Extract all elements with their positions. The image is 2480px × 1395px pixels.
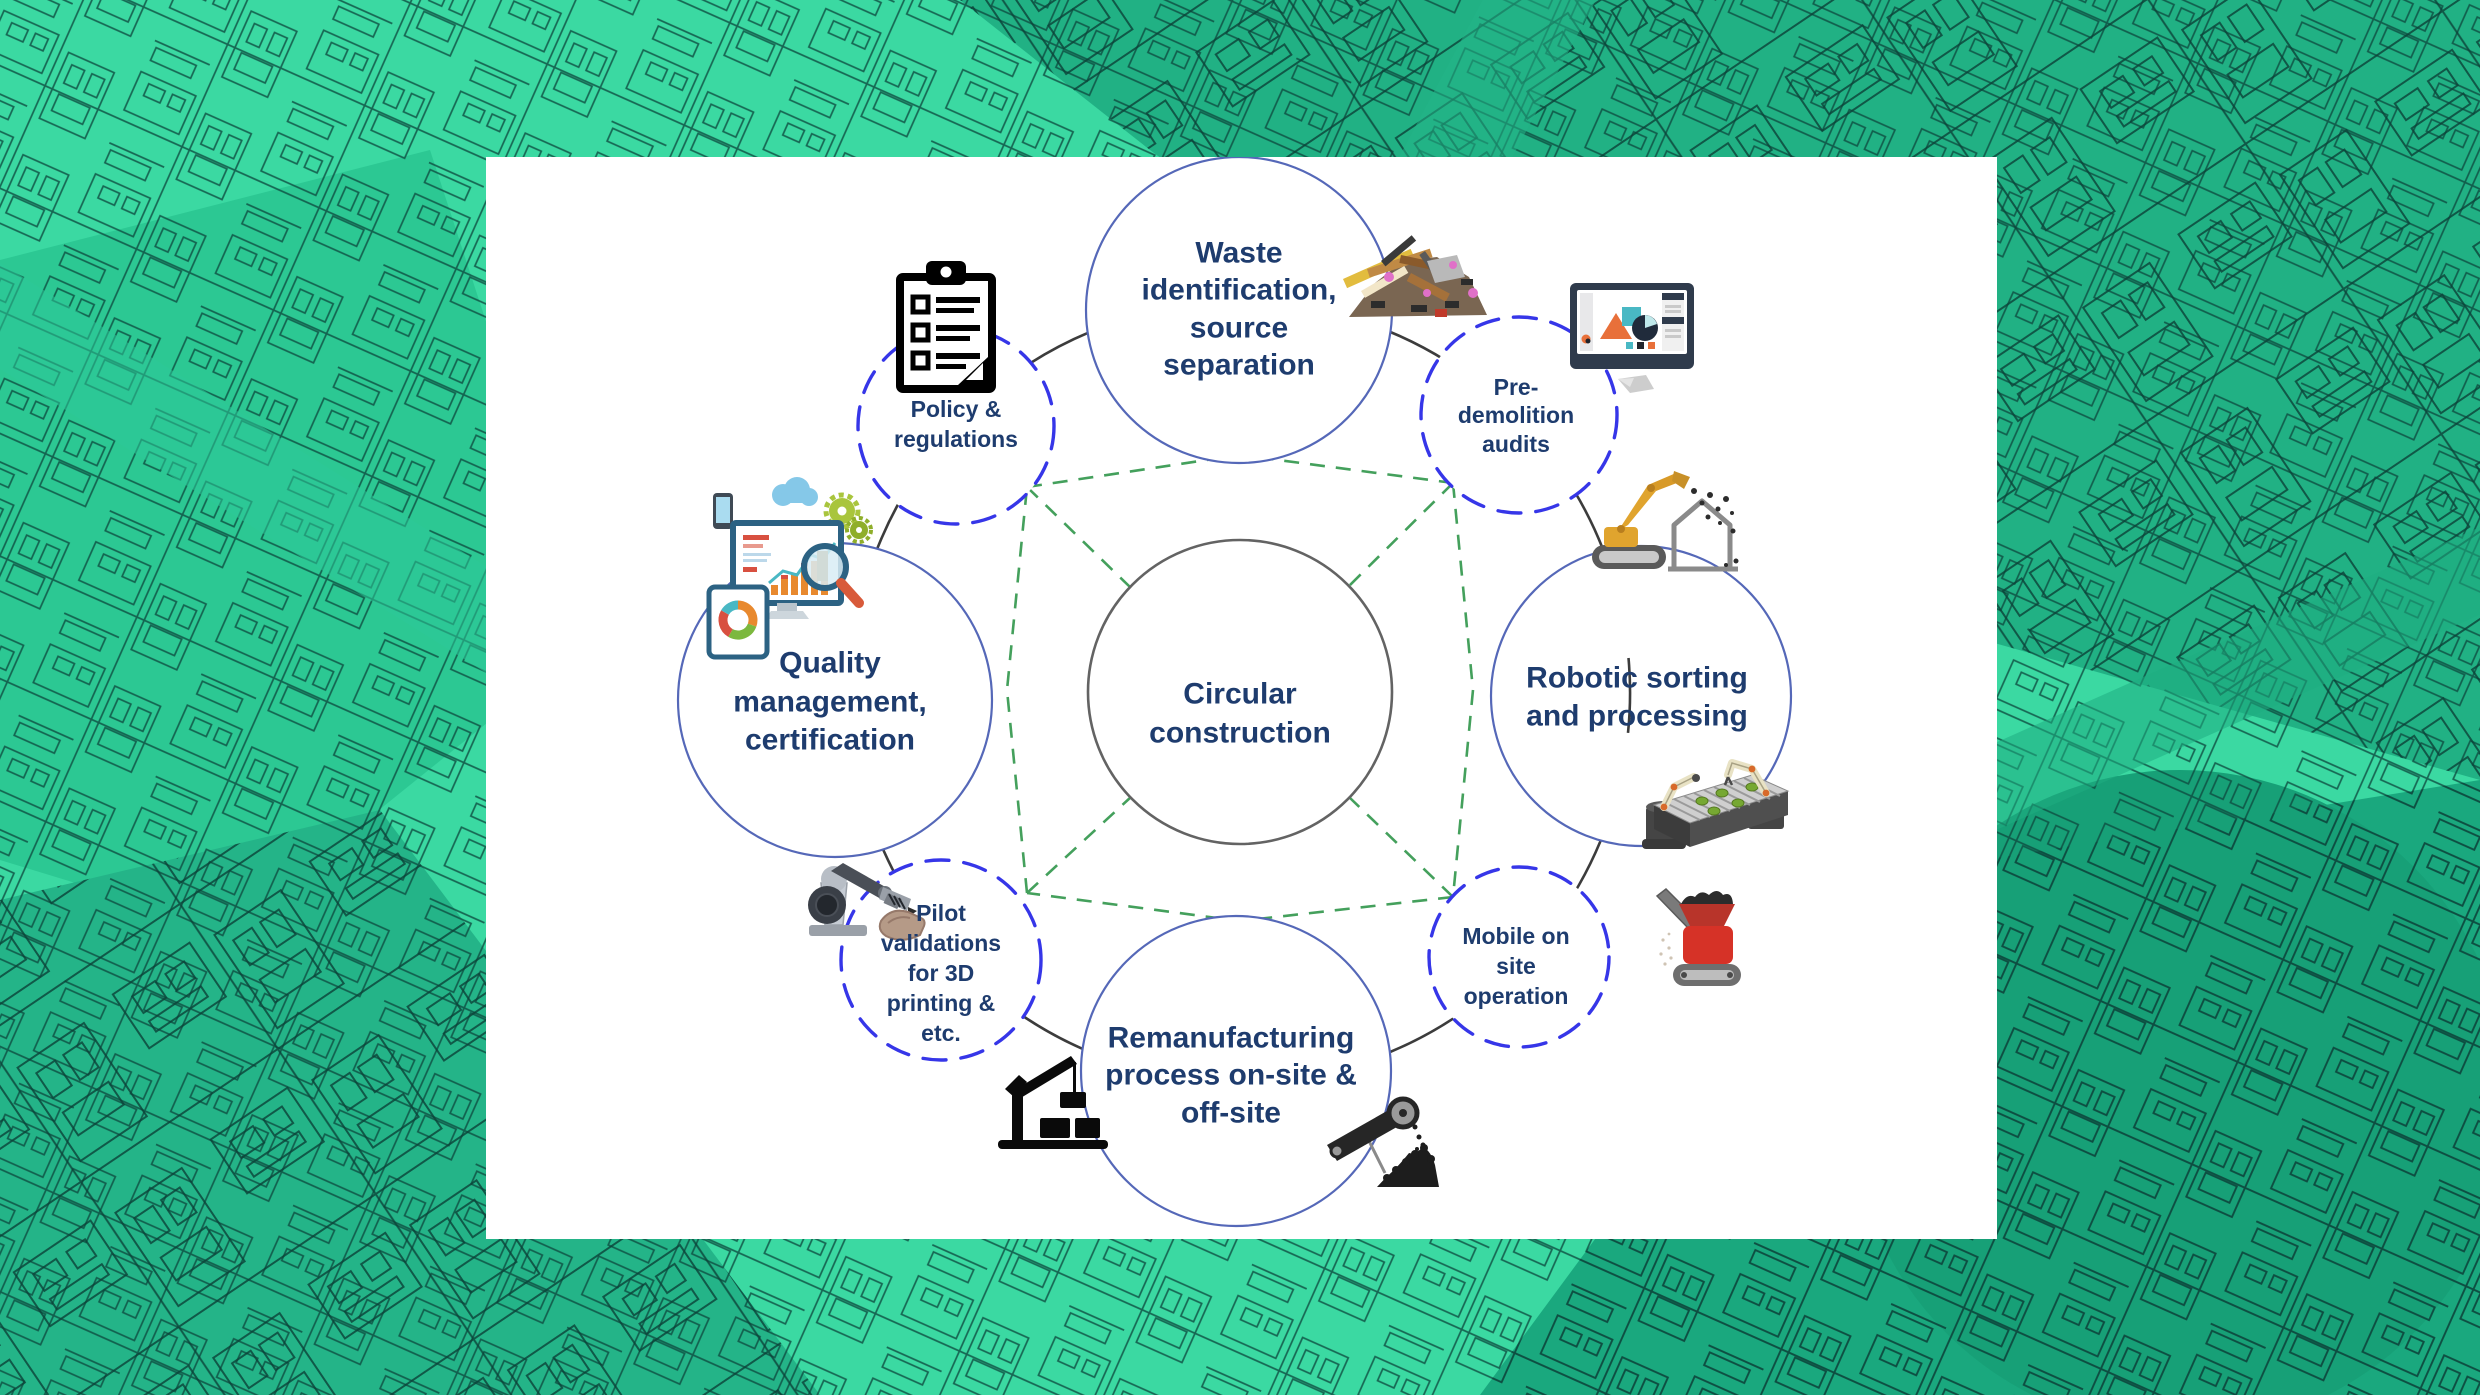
svg-text:Mobile on: Mobile on [1462, 923, 1569, 949]
waste-pile-icon [1343, 235, 1487, 317]
svg-text:Waste: Waste [1195, 237, 1282, 270]
center-label: Circular construction [1149, 678, 1331, 750]
svg-text:Pre-: Pre- [1494, 374, 1539, 400]
diagram-panel: Waste identification, source separation … [486, 157, 1997, 1239]
remanufacturing-node-circle [1079, 914, 1393, 1228]
robotic-conveyor-icon [1642, 759, 1790, 849]
svg-text:Pilot: Pilot [916, 900, 966, 926]
crane-icon [998, 1056, 1108, 1149]
svg-text:for 3D: for 3D [908, 960, 974, 986]
predemolition-node-circle [1419, 315, 1619, 515]
svg-text:audits: audits [1482, 431, 1550, 457]
svg-text:demolition: demolition [1458, 402, 1574, 428]
circular-construction-diagram: Waste identification, source separation … [676, 157, 1793, 1228]
remanufacturing-node-label: Remanufacturing process on-site & off-si… [1105, 1022, 1357, 1130]
svg-text:etc.: etc. [921, 1020, 961, 1046]
analytics-dashboard-icon [706, 477, 873, 660]
svg-text:construction: construction [1149, 717, 1331, 750]
svg-text:separation: separation [1163, 349, 1315, 382]
svg-text:Quality: Quality [779, 647, 881, 680]
svg-text:validations: validations [881, 930, 1001, 956]
svg-text:certification: certification [745, 724, 915, 757]
svg-text:site: site [1496, 953, 1536, 979]
svg-text:source: source [1190, 312, 1288, 345]
mobile-node-label: Mobile on site operation [1462, 923, 1569, 1009]
svg-text:Remanufacturing: Remanufacturing [1108, 1022, 1355, 1055]
robot-arm-3d-printing-icon [808, 863, 926, 941]
mobile-crusher-icon [1655, 888, 1741, 986]
mobile-node-circle [1427, 865, 1611, 1049]
svg-text:off-site: off-site [1181, 1097, 1281, 1130]
svg-text:management,: management, [733, 686, 926, 719]
ring-arc-through-robotic [1626, 657, 1632, 734]
presentation-monitor-icon [1570, 283, 1694, 393]
rubble-conveyor-icon [1327, 1096, 1439, 1187]
excavator-demolition-icon [1592, 471, 1739, 572]
predemolition-node-label: Pre- demolition audits [1458, 374, 1574, 457]
svg-text:identification,: identification, [1142, 274, 1337, 307]
policy-node-label: Policy & regulations [894, 396, 1018, 452]
center-circle [1086, 538, 1394, 846]
waste-node-circle [1084, 157, 1394, 465]
pilot-node-circle [839, 858, 1043, 1062]
svg-text:Robotic sorting: Robotic sorting [1526, 662, 1748, 695]
waste-node-label: Waste identification, source separation [1142, 237, 1337, 382]
robotic-node-label: Robotic sorting and processing [1526, 662, 1748, 733]
svg-text:printing &: printing & [887, 990, 996, 1016]
pilot-node-label: Pilot validations for 3D printing & etc. [881, 900, 1001, 1046]
quality-node-label: Quality management, certification [733, 647, 926, 757]
svg-text:Policy &: Policy & [911, 396, 1002, 422]
svg-text:process on-site &: process on-site & [1105, 1059, 1357, 1092]
clipboard-checklist-icon [896, 261, 996, 393]
svg-text:regulations: regulations [894, 426, 1018, 452]
svg-text:operation: operation [1464, 983, 1569, 1009]
svg-text:Circular: Circular [1183, 678, 1297, 711]
svg-text:and processing: and processing [1526, 700, 1748, 733]
